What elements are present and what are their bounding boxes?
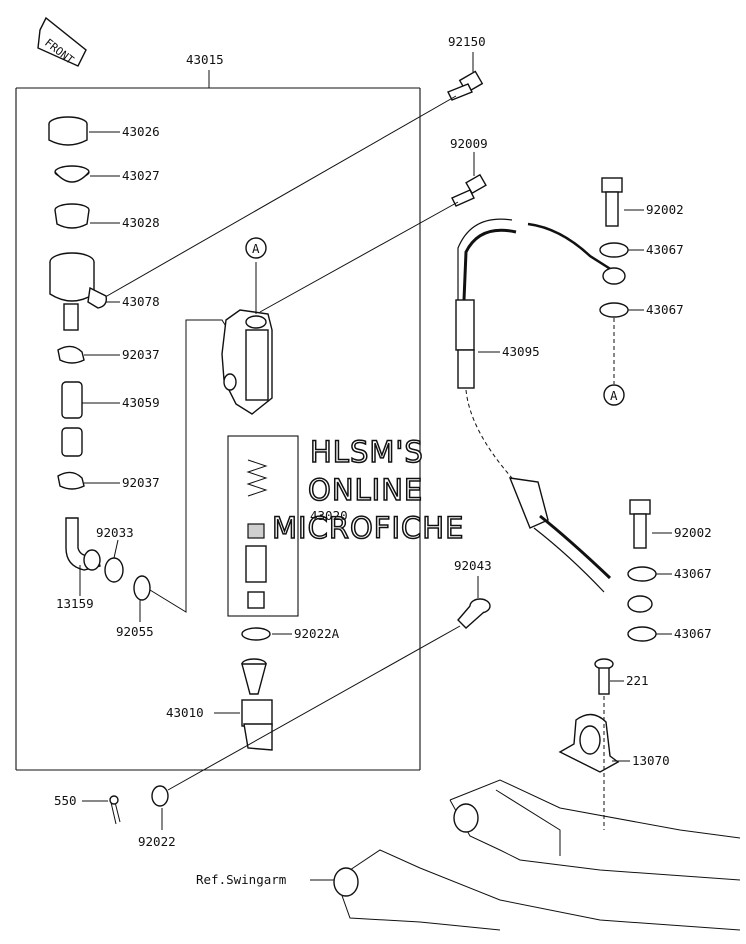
washer-43067d-icon xyxy=(627,626,657,642)
banjo-bolt-92002b-icon xyxy=(629,499,651,549)
swingarm-icon xyxy=(333,779,741,931)
clamp-92037b-icon xyxy=(57,471,85,490)
ref-marker-a-top xyxy=(245,237,267,259)
label-43095: 43095 xyxy=(502,344,540,359)
label-92022A: 92022A xyxy=(294,626,340,641)
hose-43059-icon xyxy=(61,381,83,457)
bolt-92009-icon xyxy=(259,173,487,313)
part-labels: 43015 92150 43026 43027 43028 43078 9200… xyxy=(54,34,712,887)
label-92022: 92022 xyxy=(138,834,176,849)
bolt-92150-icon xyxy=(99,70,484,301)
circlip-92022A-icon xyxy=(241,627,271,641)
ref-marker-a-top-label: A xyxy=(252,241,260,256)
label-43067d: 43067 xyxy=(674,626,712,641)
front-arrow-icon: FRONT xyxy=(37,16,87,67)
label-43067a: 43067 xyxy=(646,242,684,257)
banjo-bolt-92002a-icon xyxy=(601,177,623,227)
label-43067c: 43067 xyxy=(674,566,712,581)
label-43027: 43027 xyxy=(122,168,160,183)
reservoir-43078-icon xyxy=(49,252,108,331)
watermark-line1: HLSM'S xyxy=(310,435,424,469)
piston-kit-43020-icon xyxy=(227,435,299,617)
label-43010: 43010 xyxy=(166,705,204,720)
ref-marker-a-bottom-label: A xyxy=(610,388,618,403)
assembly-frame xyxy=(15,70,421,771)
watermark: HLSM'S ONLINE MICROFICHE xyxy=(271,434,464,546)
washer-92022-icon xyxy=(151,785,169,807)
bracket-13070-icon xyxy=(558,713,620,773)
watermark-line2: ONLINE xyxy=(308,473,423,507)
pin-92043-icon xyxy=(167,598,491,791)
label-43015: 43015 xyxy=(186,52,224,67)
oring-92055-icon xyxy=(133,575,151,601)
label-92150: 92150 xyxy=(448,34,486,49)
cap-43026-icon xyxy=(48,116,88,146)
ring-92033-icon xyxy=(104,557,124,583)
label-550: 550 xyxy=(54,793,77,808)
screw-221-icon xyxy=(594,658,614,695)
washer-43067a-icon xyxy=(599,242,629,258)
plate-43028-icon xyxy=(54,203,90,229)
label-221: 221 xyxy=(626,673,649,688)
washer-43067b-icon xyxy=(599,302,629,318)
label-92043: 92043 xyxy=(454,558,492,573)
label-92037a: 92037 xyxy=(122,347,160,362)
clamp-92037a-icon xyxy=(57,345,85,364)
label-92002b: 92002 xyxy=(674,525,712,540)
label-43067b: 43067 xyxy=(646,302,684,317)
elbow-13159-icon xyxy=(65,517,101,571)
label-43078: 43078 xyxy=(122,294,160,309)
brake-hose-43095-icon xyxy=(455,218,653,613)
ref-marker-a-bottom xyxy=(603,384,625,406)
label-43059: 43059 xyxy=(122,395,160,410)
pushrod-43010-icon xyxy=(241,658,273,751)
label-92002a: 92002 xyxy=(646,202,684,217)
washer-43067c-icon xyxy=(627,566,657,582)
label-13070: 13070 xyxy=(632,753,670,768)
label-43026: 43026 xyxy=(122,124,160,139)
label-reference-note: Ref.Swingarm xyxy=(196,872,286,887)
diaphragm-43027-icon xyxy=(54,165,90,183)
master-cylinder-body-icon xyxy=(221,309,273,415)
label-13159: 13159 xyxy=(56,596,94,611)
label-92055: 92055 xyxy=(116,624,154,639)
label-92009: 92009 xyxy=(450,136,488,151)
label-92033: 92033 xyxy=(96,525,134,540)
label-43020: 43020 xyxy=(310,508,348,523)
label-92037b: 92037 xyxy=(122,475,160,490)
label-43028: 43028 xyxy=(122,215,160,230)
watermark-line3: MICROFICHE xyxy=(272,511,464,545)
cotter-pin-550-icon xyxy=(109,795,121,825)
